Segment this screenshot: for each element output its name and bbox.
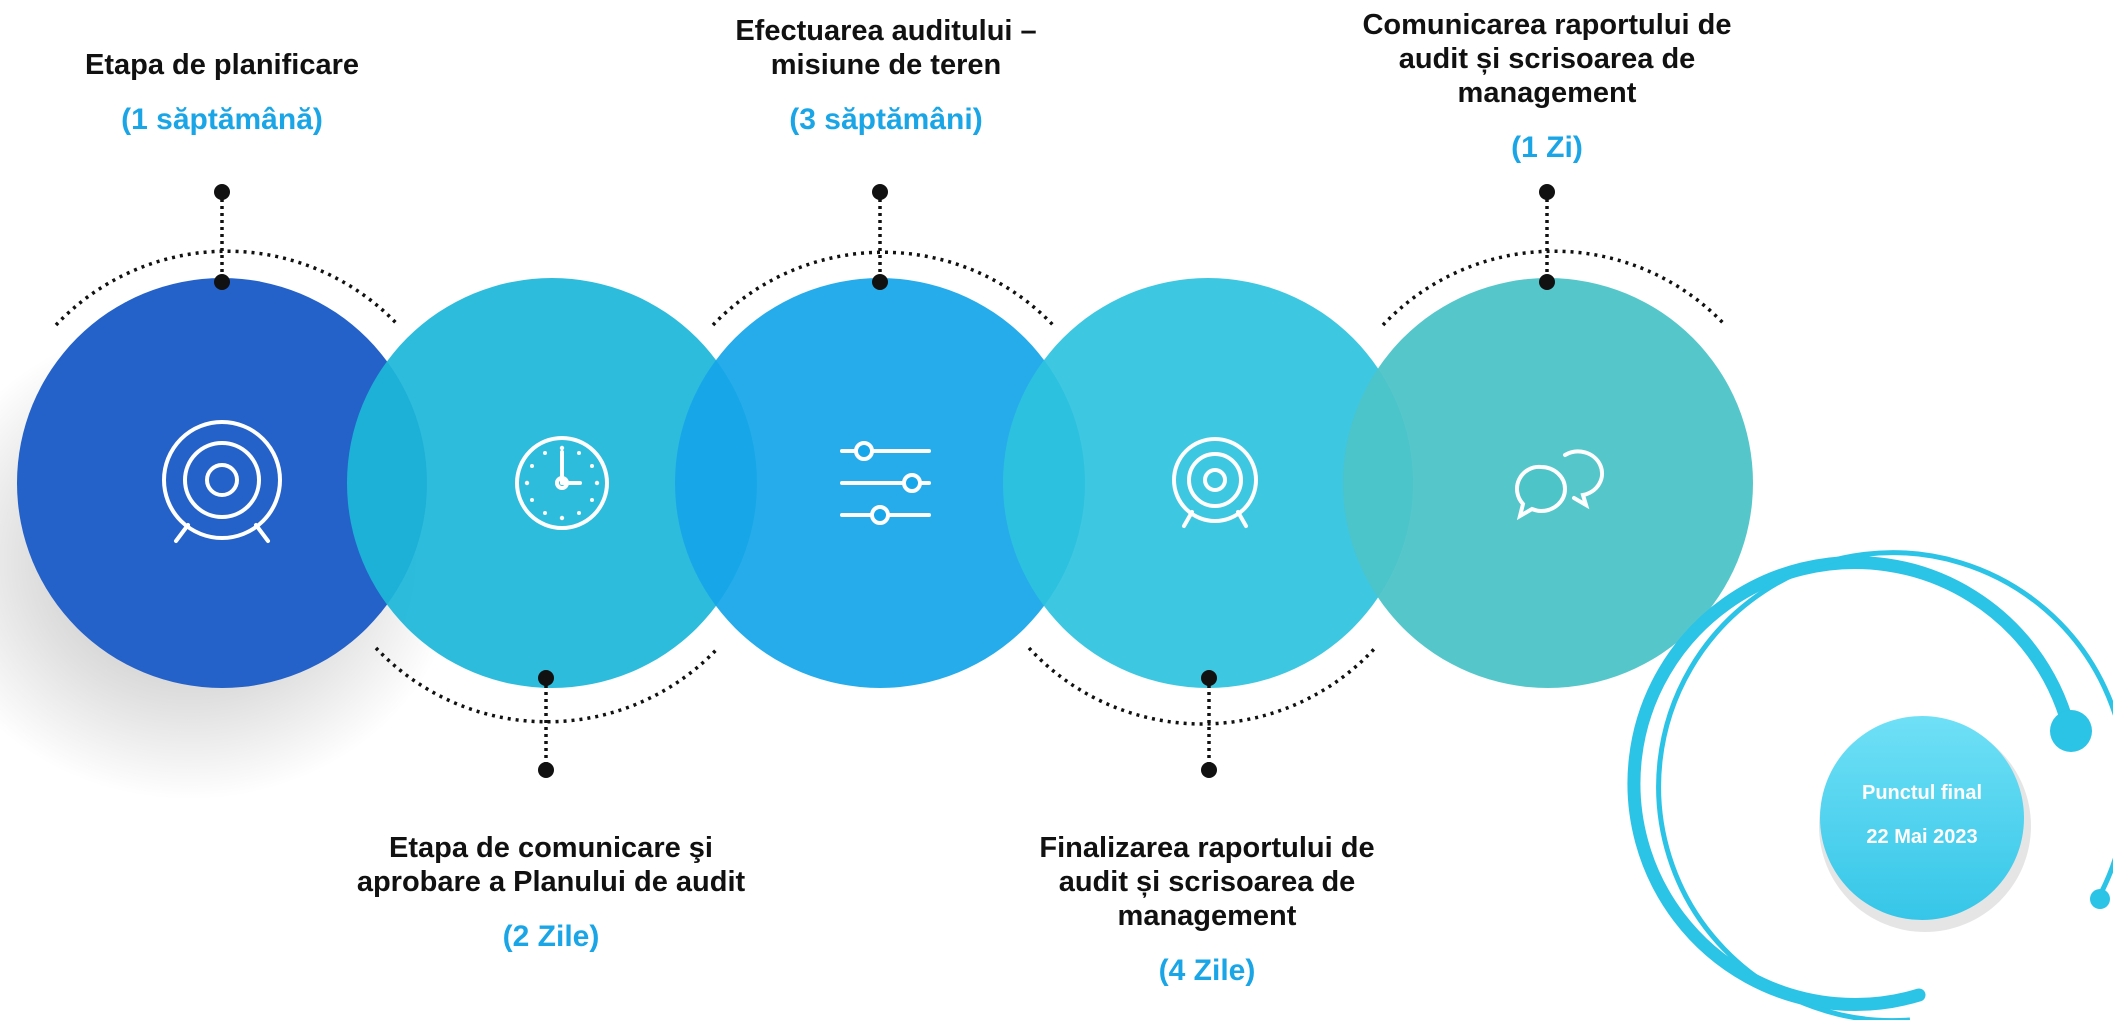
final-date: 22 Mai 2023 — [1866, 826, 1978, 848]
pin-lines — [220, 192, 1549, 770]
stage-4-circle — [1003, 278, 1413, 688]
stage-title: Comunicarea raportului de audit și scris… — [1362, 9, 1732, 109]
stage-duration: (3 săptămâni) — [789, 103, 983, 136]
stage-duration: (4 Zile) — [1158, 954, 1256, 987]
stage-1-circle — [17, 278, 427, 688]
final-ring-end-dot — [2090, 889, 2110, 909]
stage-title: Efectuarea auditului – misiune de teren — [735, 15, 1037, 81]
final-disc — [1820, 716, 2024, 920]
stage-title: Etapa de comunicare şi aprobare a Planul… — [356, 832, 746, 898]
pin-dot — [1539, 184, 1555, 200]
dotted-arcs — [54, 249, 1727, 726]
final-ring-knob — [2050, 710, 2092, 752]
pin-dot — [1539, 274, 1555, 290]
final-outer-ring — [1627, 556, 2078, 1011]
clock-icon — [515, 436, 609, 530]
pin-dot — [872, 274, 888, 290]
stage-2-circle — [347, 278, 757, 688]
final-inner-ring — [1656, 550, 2113, 1024]
pin-dot — [214, 184, 230, 200]
pin-dot — [1201, 762, 1217, 778]
stage-title: Etapa de planificare — [85, 49, 359, 81]
stage-icons — [162, 420, 1605, 543]
stage-duration: (1 Zi) — [1511, 131, 1583, 164]
stage-duration: (2 Zile) — [502, 920, 600, 953]
stage-1-label: Etapa de planificare (1 săptămână) — [37, 48, 407, 138]
stage-2-label: Etapa de comunicare şi aprobare a Planul… — [331, 831, 771, 955]
pin-dot — [538, 762, 554, 778]
pin-dot — [872, 184, 888, 200]
pin-dot — [538, 670, 554, 686]
sliders-icon — [840, 441, 931, 525]
pin-dot — [214, 274, 230, 290]
chat-bubbles-icon — [1515, 449, 1605, 521]
final-label: Punctul final — [1862, 782, 1982, 804]
stage-title: Finalizarea raportului de audit și scris… — [1039, 832, 1375, 932]
target-icon — [1172, 437, 1258, 528]
stage-duration: (1 săptămână) — [121, 103, 323, 136]
pin-dots — [214, 184, 1555, 778]
stage-3-label: Efectuarea auditului – misiune de teren … — [686, 14, 1086, 138]
target-icon — [162, 420, 282, 543]
stage-4-label: Finalizarea raportului de audit și scris… — [1007, 831, 1407, 989]
pin-dot — [1201, 670, 1217, 686]
arc-bottom-4 — [1027, 646, 1377, 726]
final-point — [1627, 550, 2113, 1024]
stage-5-label: Comunicarea raportului de audit și scris… — [1337, 8, 1757, 166]
